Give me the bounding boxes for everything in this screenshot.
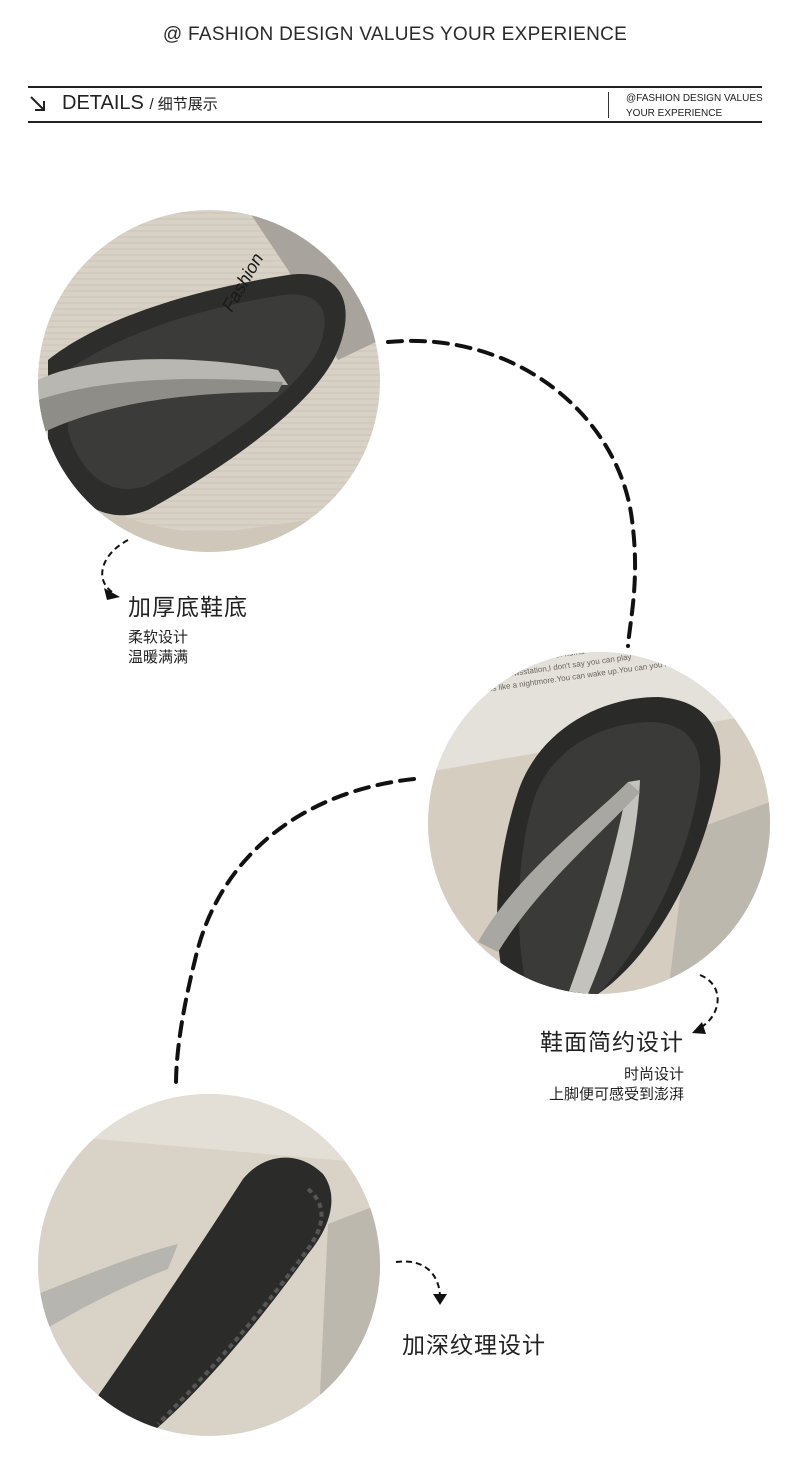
arrow-head-icon	[433, 1294, 447, 1305]
header-right-line2: YOUR EXPERIENCE	[626, 108, 723, 119]
arrow-head-icon	[104, 588, 120, 600]
feature-desc-line2: 上脚便可感受到澎湃	[548, 1086, 684, 1103]
texture-closeup-photo	[38, 1094, 380, 1436]
feature-title-upper-design: 鞋面简约设计	[540, 1029, 684, 1055]
feature-title-deep-texture: 加深纹理设计	[402, 1332, 546, 1358]
header-slogan: @ FASHION DESIGN VALUES YOUR EXPERIENCE	[162, 24, 628, 45]
header-top-rule	[28, 86, 762, 88]
section-title: DETAILS / 细节展示	[62, 92, 218, 115]
arrow-head-icon	[692, 1022, 706, 1034]
feature-title-thick-sole: 加厚底鞋底	[128, 594, 248, 620]
header-bottom-rule	[28, 121, 762, 123]
header-right-text: @FASHION DESIGN VALUES YOUR EXPERIENCE	[626, 91, 763, 121]
connector-2-3	[174, 777, 416, 1086]
feature-desc-line1: 时尚设计	[623, 1066, 684, 1083]
arrow-down-right-icon	[30, 96, 45, 111]
strap-closeup-photo: Ruri through thehe back of huma ing in t…	[428, 652, 770, 994]
header-separator	[608, 92, 609, 118]
feature-desc-line2: 温暖满满	[128, 649, 189, 666]
feature-desc-line1: 柔软设计	[128, 629, 189, 646]
section-title-en: DETAILS	[62, 92, 144, 114]
connector-1-2	[386, 338, 638, 648]
header-right-line1: @FASHION DESIGN VALUES	[626, 93, 763, 104]
section-title-zh: / 细节展示	[149, 96, 218, 113]
